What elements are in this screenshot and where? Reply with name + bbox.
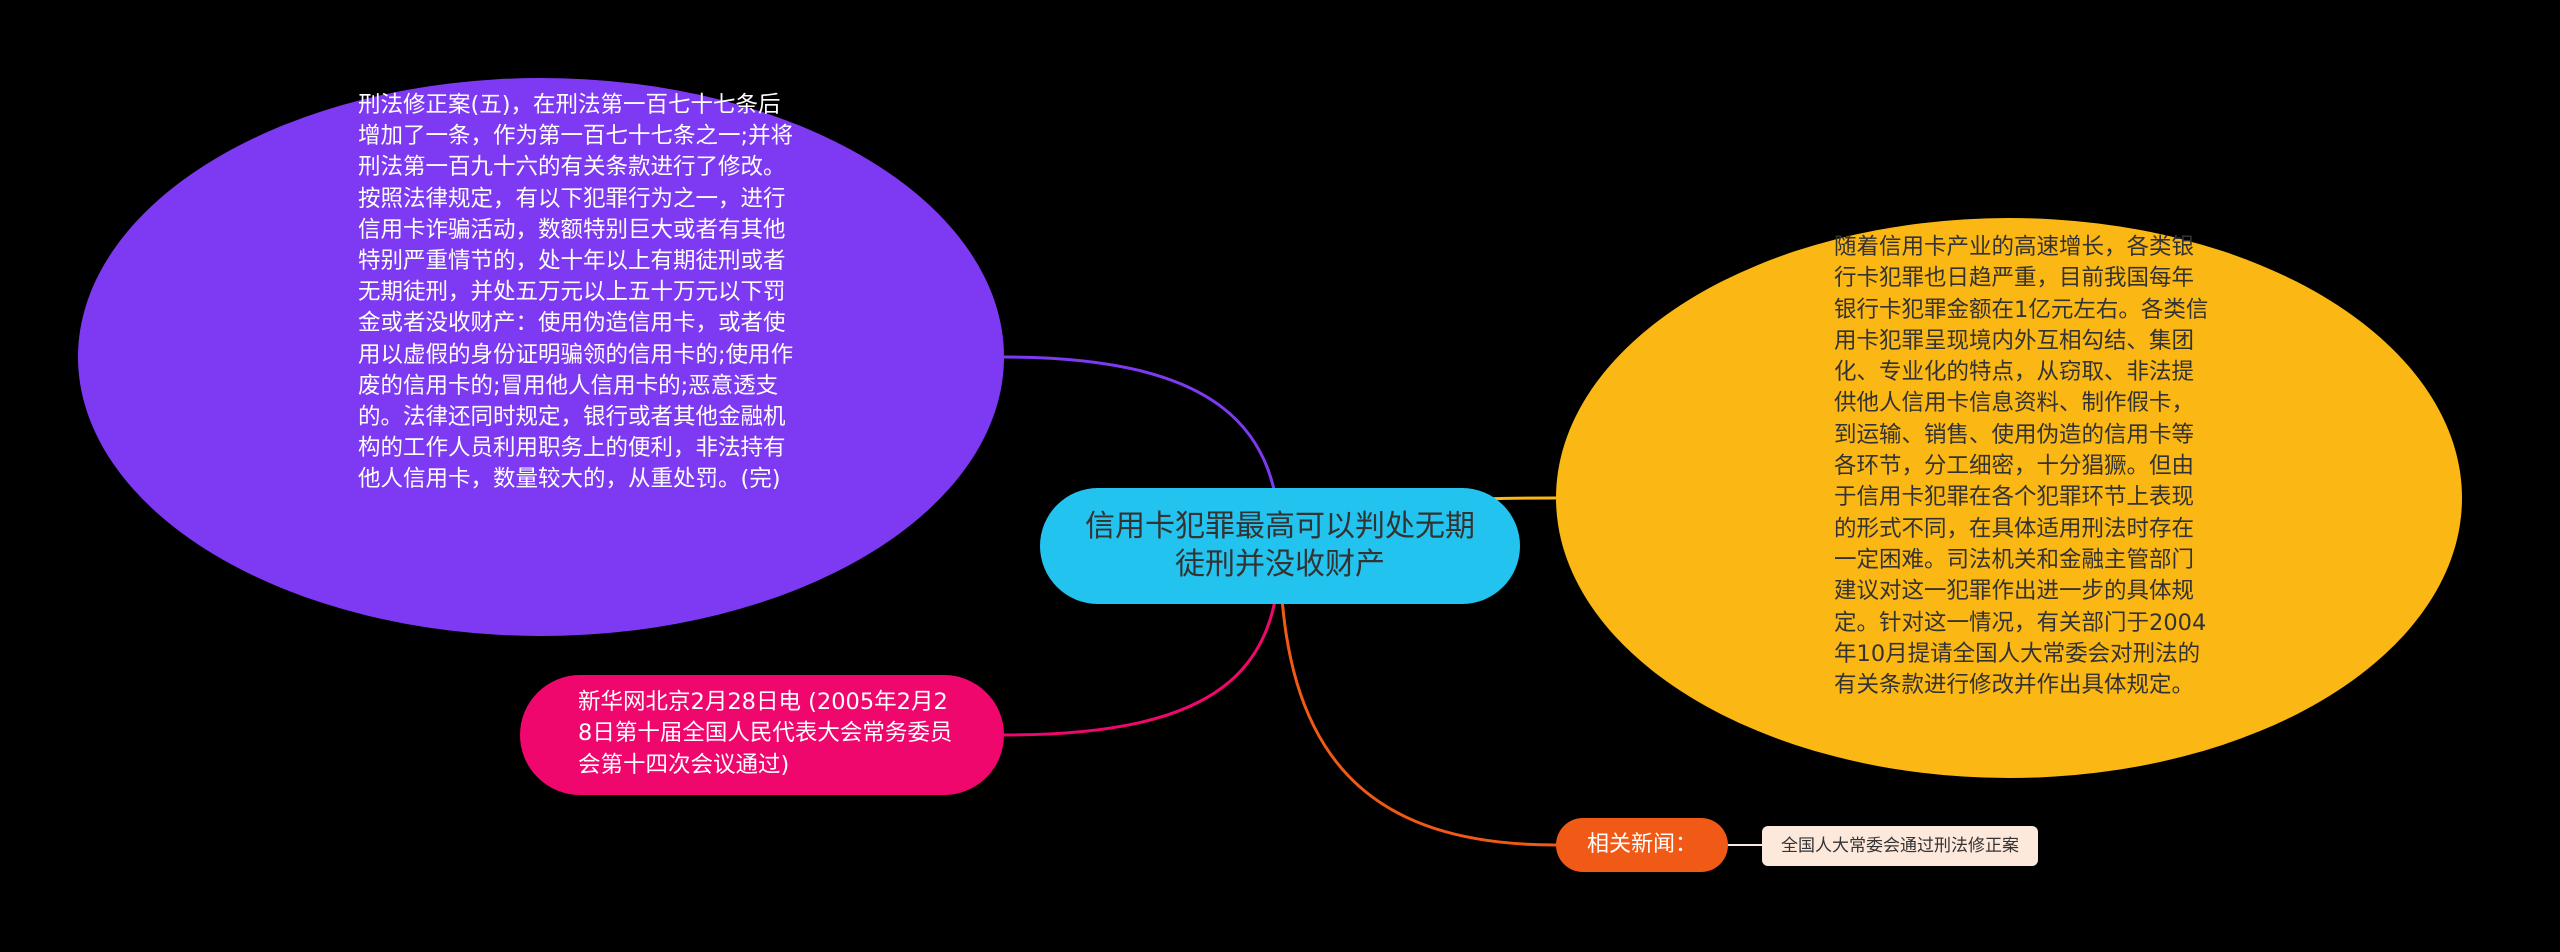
- topic-node-amendment-detail[interactable]: 刑法修正案(五)，在刑法第一百七十七条后增加了一条，作为第一百七十七条之一;并将…: [78, 78, 1004, 636]
- topic-node-source[interactable]: 新华网北京2月28日电 (2005年2月28日第十届全国人民代表大会常务委员会第…: [520, 675, 1004, 795]
- central-topic-node[interactable]: 信用卡犯罪最高可以判处无期徒刑并没收财产: [1040, 488, 1520, 604]
- topic-text-amendment-detail: 刑法修正案(五)，在刑法第一百七十七条后增加了一条，作为第一百七十七条之一;并将…: [358, 92, 794, 493]
- topic-text-source: 新华网北京2月28日电 (2005年2月28日第十届全国人民代表大会常务委员会第…: [578, 689, 953, 778]
- subtopic-node-news-link[interactable]: 全国人大常委会通过刑法修正案: [1762, 826, 2038, 866]
- subtopic-text-news-link: 全国人大常委会通过刑法修正案: [1781, 836, 2019, 856]
- topic-text-related-news: 相关新闻：: [1586, 832, 1697, 857]
- central-topic-text: 信用卡犯罪最高可以判处无期徒刑并没收财产: [1085, 509, 1475, 582]
- connector-orange: [1278, 545, 1557, 847]
- topic-text-background: 随着信用卡产业的高速增长，各类银行卡犯罪也日趋严重，目前我国每年银行卡犯罪金额在…: [1834, 234, 2209, 699]
- topic-node-related-news[interactable]: 相关新闻：: [1556, 818, 1728, 872]
- topic-node-background[interactable]: 随着信用卡产业的高速增长，各类银行卡犯罪也日趋严重，目前我国每年银行卡犯罪金额在…: [1556, 218, 2462, 778]
